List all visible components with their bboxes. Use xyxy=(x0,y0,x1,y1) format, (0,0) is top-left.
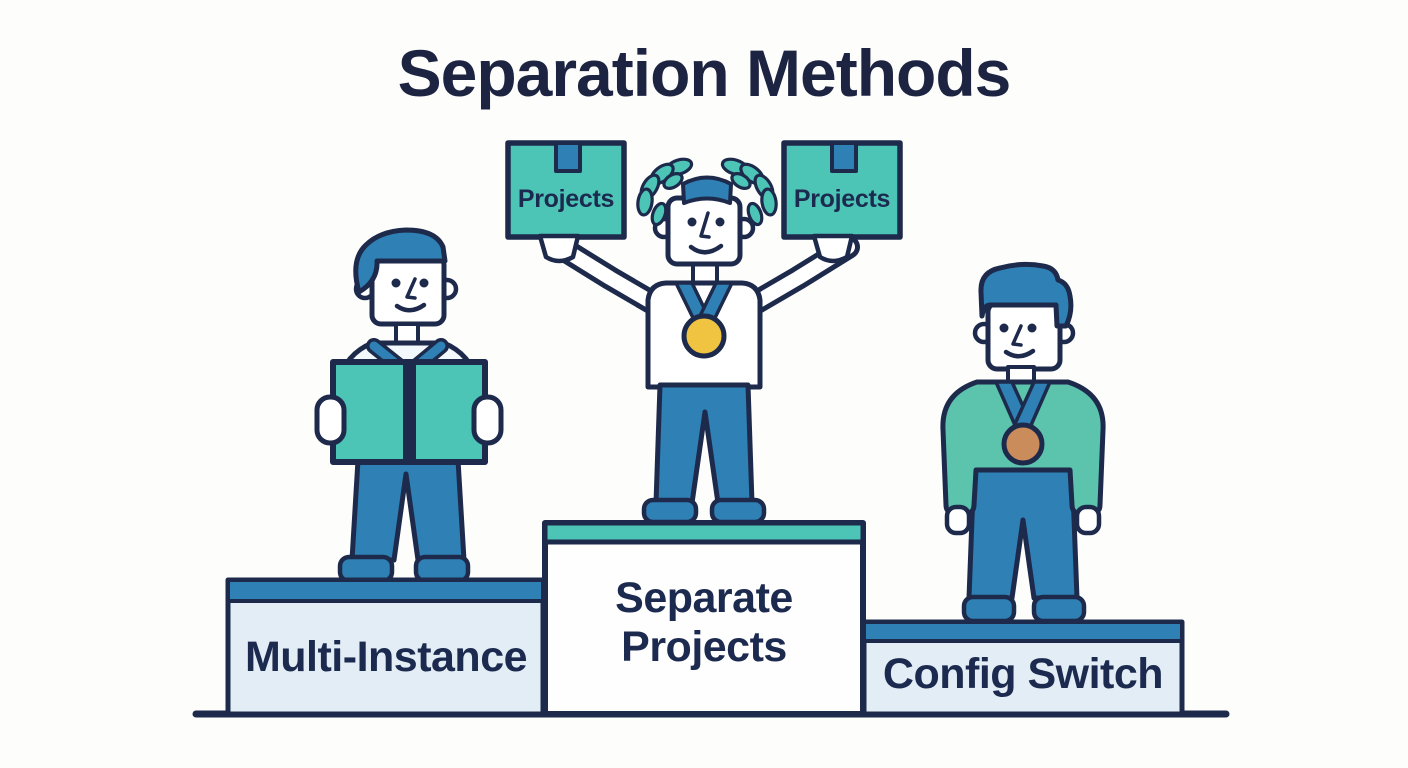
hair xyxy=(353,227,448,295)
eye xyxy=(999,323,1009,333)
project-box-right: Projects xyxy=(781,140,903,240)
shoe xyxy=(709,497,767,525)
smile xyxy=(394,302,427,313)
nose xyxy=(1011,324,1023,347)
box-label: Projects xyxy=(794,185,890,213)
page-title: Separation Methods xyxy=(398,36,1011,110)
laurel-wreath-icon xyxy=(636,157,778,227)
box-tape xyxy=(554,141,582,173)
podium-block xyxy=(542,520,866,717)
podium-label: Multi-Instance xyxy=(245,633,527,681)
figure-first-place: Projects Projects xyxy=(505,140,903,525)
figure-third-place xyxy=(940,261,1106,624)
eye xyxy=(715,217,725,227)
bronze-medal-icon xyxy=(1001,422,1045,466)
eye xyxy=(419,278,429,288)
smile xyxy=(688,243,724,255)
eye xyxy=(687,217,697,227)
box-tape xyxy=(403,364,416,460)
eye xyxy=(1027,323,1037,333)
eye xyxy=(391,278,401,288)
shoe xyxy=(1031,594,1087,624)
hand xyxy=(537,233,581,264)
face xyxy=(369,253,447,327)
smile xyxy=(1003,348,1036,359)
gold-medal-icon xyxy=(681,313,727,359)
hand xyxy=(944,504,972,536)
hand xyxy=(1074,504,1102,536)
figure-second-place xyxy=(314,227,504,584)
podium-label-line1: Separate xyxy=(615,574,793,622)
podium-second-place: Multi-Instance xyxy=(225,577,546,717)
box-tape xyxy=(830,141,858,173)
podium-label-line2: Projects xyxy=(621,623,787,671)
podium-label: Config Switch xyxy=(883,650,1163,698)
hair xyxy=(978,261,1074,329)
project-box-left: Projects xyxy=(505,140,627,240)
arm xyxy=(553,240,665,313)
hand xyxy=(811,233,855,264)
shoe xyxy=(337,554,395,584)
box-label: Projects xyxy=(518,185,614,213)
shoe xyxy=(413,554,471,584)
face xyxy=(985,300,1063,372)
podium-top-stripe xyxy=(226,578,545,603)
podium-first-place: Separate Projects xyxy=(542,520,866,717)
nose xyxy=(405,277,417,300)
podium-top-stripe xyxy=(542,520,866,545)
podium-top-stripe xyxy=(862,620,1184,643)
nose xyxy=(699,211,711,239)
shoe xyxy=(961,594,1017,624)
hand xyxy=(314,394,347,446)
shoe xyxy=(641,497,699,525)
hand xyxy=(471,394,504,446)
podium-third-place: Config Switch xyxy=(861,619,1185,717)
headband xyxy=(681,175,733,205)
